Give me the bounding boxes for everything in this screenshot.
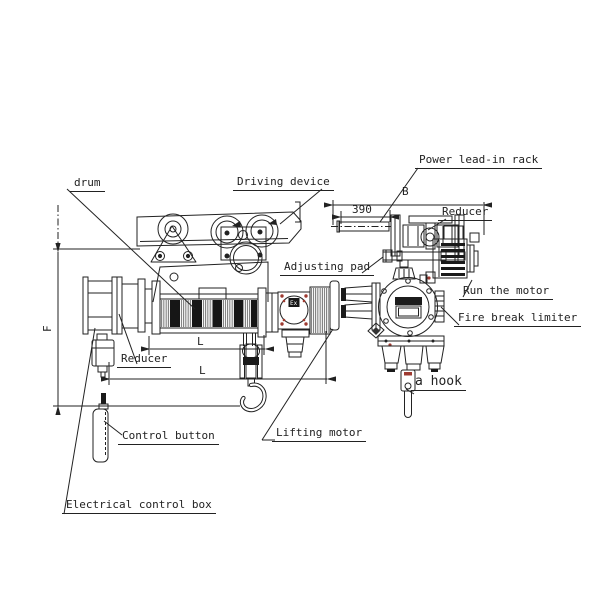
lifting-motor-part: Ex [257,280,340,358]
label-lifting-motor: Lifting motor [272,426,367,442]
label-reducer-right: Reducer [438,205,493,221]
dim-F: F [41,325,54,332]
pendant-control [92,393,109,463]
dim-B: B [402,185,409,198]
label-reducer-left: Reducer [117,352,172,368]
label-drum: drum [70,176,105,192]
fire-break-limiter-part [434,290,445,323]
dim-L-lower: L [199,364,206,377]
electrical-control-box-part [91,333,115,378]
label-run-the-motor: Run the motor [459,284,554,300]
hook-assembly [239,343,267,413]
side-view-run-motor [432,225,480,279]
drum-part [159,293,259,334]
hook-pin-part [400,369,416,418]
label-electrical-control-box: Electrical control box [62,498,216,514]
main-view-trolley [136,201,302,275]
label-fire-break-limiter: Fire break limiter [454,311,582,327]
main-view-hoist-body: Ex [82,261,340,378]
label-driving-device: Driving device [233,175,334,191]
label-a-hook: a hook [411,375,466,391]
leader-lines [63,167,473,515]
dim-390: 390 [352,203,372,216]
label-control-button: Control button [118,429,219,445]
dimension-lines [53,200,492,415]
label-power-lead-in-rack: Power lead-in rack [415,153,543,169]
dim-L-upper: L [197,335,204,348]
label-adjusting-pad: Adjusting pad [280,260,375,276]
ex-marking: Ex [290,300,298,307]
side-view-hoist-end [341,267,445,418]
